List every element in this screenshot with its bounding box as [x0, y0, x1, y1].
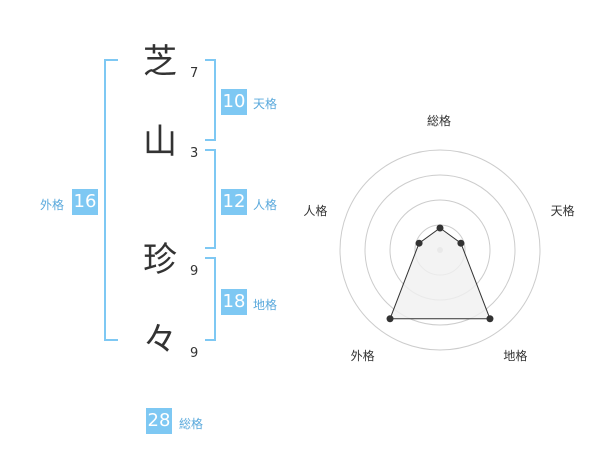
radar-ring [364, 174, 516, 326]
radar-chart [339, 149, 541, 351]
radar-point-総格 [436, 224, 444, 232]
name-char-2: 山 [143, 122, 177, 162]
stroke-count-1: 7 [190, 66, 199, 81]
tenkaku-label: 天格 [253, 97, 278, 111]
tenkaku-score-badge: 10 [221, 89, 247, 115]
chikaku-score-badge: 18 [221, 289, 247, 315]
stroke-count-2: 3 [190, 146, 199, 161]
jinkaku-score-badge: 12 [221, 189, 247, 215]
radar-axis-label: 地格 [503, 349, 528, 364]
radar-point-外格 [386, 315, 394, 323]
radar-axis-label: 総格 [427, 114, 452, 128]
name-char-3: 珍 [143, 240, 177, 280]
radar-axis-label: 外格 [350, 349, 375, 364]
radar-point-人格 [415, 239, 423, 247]
name-char-4: 々 [143, 320, 177, 360]
gaikaku-label: 外格 [40, 198, 65, 212]
radar-point-地格 [486, 315, 494, 323]
radar-axis-label: 人格 [303, 203, 328, 218]
jinkaku-label: 人格 [253, 198, 278, 212]
soukaku-label: 総格 [179, 417, 204, 431]
stroke-count-3: 9 [190, 264, 199, 279]
name-char-1: 芝 [143, 42, 177, 82]
radar-axis-label: 天格 [550, 203, 575, 218]
gaikaku-score-badge: 16 [72, 189, 98, 215]
radar-point-天格 [457, 239, 465, 247]
stroke-count-4: 9 [190, 346, 199, 361]
chikaku-label: 地格 [253, 298, 278, 312]
radar-ring [339, 149, 541, 351]
radar-polygon [389, 227, 491, 320]
soukaku-score-badge: 28 [146, 408, 172, 434]
